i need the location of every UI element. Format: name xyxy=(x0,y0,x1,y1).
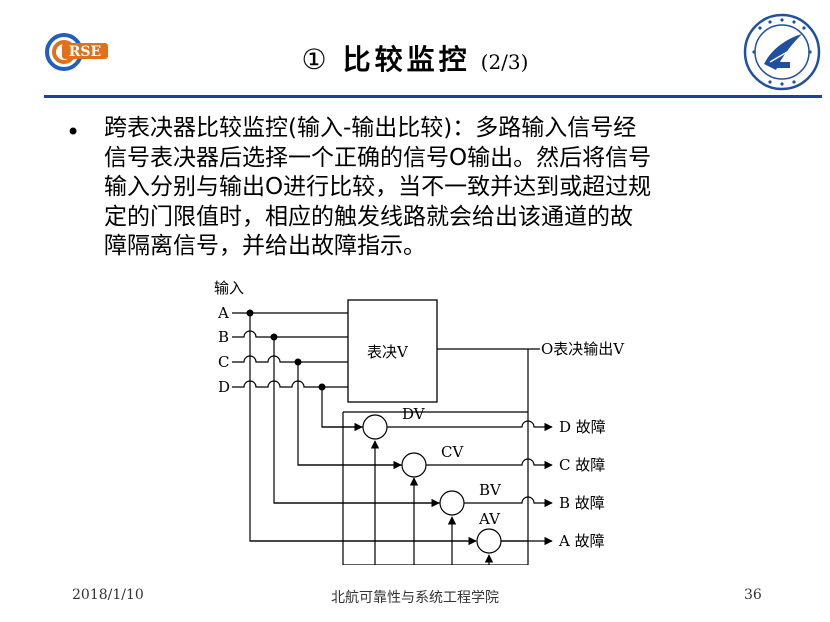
voter-label: 表决V xyxy=(367,343,409,361)
body-line: 输入分别与输出O进行比较，当不一致并达到或超过规 xyxy=(104,174,652,200)
body-line: 跨表决器比较监控(输入-输出比较)：多路输入信号经 xyxy=(104,115,637,141)
title-main: 比较监控 xyxy=(342,43,471,76)
comparator-bv-label: BV xyxy=(479,481,502,499)
voter-output-label: O表决输出V xyxy=(541,340,625,358)
input-b-label: B xyxy=(218,328,229,346)
input-c-label: C xyxy=(218,353,229,371)
body-line: 障隔离信号，并给出故障指示。 xyxy=(104,233,426,259)
input-d-label: D xyxy=(218,378,230,396)
input-a-label: A xyxy=(217,304,229,322)
title-page: (2/3) xyxy=(480,50,529,74)
fault-b-label: B 故障 xyxy=(559,494,605,512)
body-line: 信号表决器后选择一个正确的信号O输出。然后将信号 xyxy=(104,144,652,171)
footer-page-number: 36 xyxy=(744,587,762,603)
title-number: ① xyxy=(301,43,327,76)
input-label: 输入 xyxy=(214,280,244,297)
fault-a-label: A 故障 xyxy=(558,532,605,550)
footer-date: 2018/1/10 xyxy=(72,587,144,603)
fault-d-label: D 故障 xyxy=(559,418,606,436)
cross-voter-monitoring-diagram: 输入 A B C D 表决V O表决输出V DV CV BV AV D 故障 C… xyxy=(214,280,625,565)
logo-left-text: RSE xyxy=(69,44,101,60)
fault-c-label: C 故障 xyxy=(559,456,605,474)
comparator-av-label: AV xyxy=(478,510,501,528)
rse-logo: RSE xyxy=(45,33,108,71)
comparator-dv-label: DV xyxy=(402,405,426,423)
body-paragraph: 跨表决器比较监控(输入-输出比较)：多路输入信号经 信号表决器后选择一个正确的信… xyxy=(104,114,776,262)
bullet-marker: • xyxy=(66,118,81,146)
university-seal-logo xyxy=(743,13,821,91)
comparator-cv-label: CV xyxy=(441,443,464,461)
title-underline xyxy=(44,95,822,98)
body-line: 定的门限值时，相应的触发线路就会给出该通道的故 xyxy=(104,203,633,230)
slide-title: ① 比较监控 (2/3) xyxy=(0,38,830,78)
footer-institution: 北航可靠性与系统工程学院 xyxy=(331,590,499,606)
